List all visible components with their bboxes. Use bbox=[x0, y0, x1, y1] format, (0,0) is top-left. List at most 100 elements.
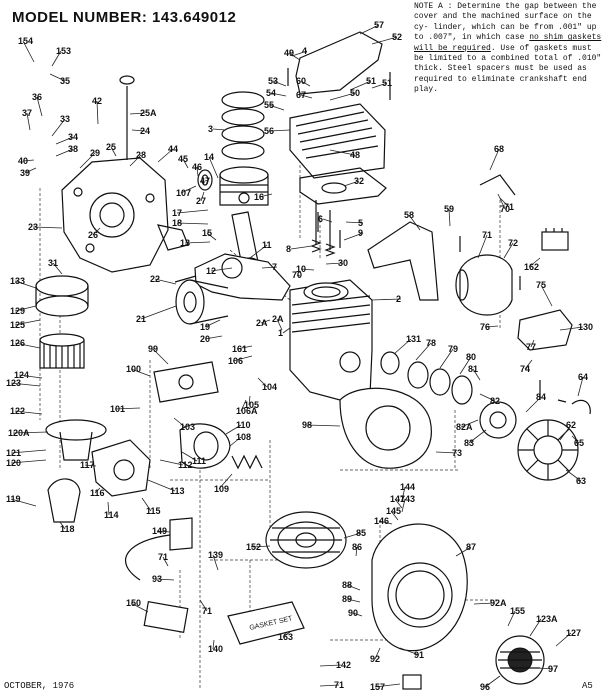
leader-line bbox=[503, 242, 514, 259]
leader-line bbox=[319, 664, 342, 667]
leader-line bbox=[208, 156, 219, 179]
part-number-callout: 42 bbox=[92, 96, 102, 106]
part-number-callout: 124 bbox=[14, 370, 29, 380]
part-number-callout: 108 bbox=[236, 432, 251, 442]
part-number-callout: 140 bbox=[208, 644, 223, 654]
part-number-callout: 8 bbox=[286, 244, 291, 254]
leader-line bbox=[524, 359, 533, 370]
leader-line bbox=[140, 305, 177, 320]
part-number-callout: 2A bbox=[272, 314, 284, 324]
part-number-callout: 70 bbox=[292, 270, 302, 280]
note-a: NOTE A : Determine the gap between the c… bbox=[414, 2, 604, 96]
leader-line bbox=[306, 424, 341, 427]
part-number-callout: 105 bbox=[244, 400, 259, 410]
leader-line bbox=[249, 244, 268, 259]
part-number-callout: 50 bbox=[350, 88, 360, 98]
model-number-title: MODEL NUMBER: 143.649012 bbox=[12, 9, 237, 26]
leader-line bbox=[455, 546, 472, 557]
leader-line bbox=[484, 675, 501, 688]
leader-line bbox=[129, 154, 142, 167]
part-number-callout: 110 bbox=[236, 420, 251, 430]
note-a-text-end: . Use of gaskets must be limited to a co… bbox=[414, 43, 602, 95]
leader-line bbox=[378, 520, 393, 525]
part-number-callout: 125 bbox=[10, 320, 25, 330]
part-number-callout: 58 bbox=[404, 210, 414, 220]
leader-line bbox=[210, 267, 233, 272]
part-number-callout: 65 bbox=[574, 438, 584, 448]
leader-line bbox=[114, 407, 141, 410]
part-number-callout: 12 bbox=[206, 266, 216, 276]
part-number-callout: 55 bbox=[264, 100, 274, 110]
leader-line bbox=[468, 429, 487, 444]
part-number-callout: 75 bbox=[536, 280, 546, 290]
part-number-callout: 91 bbox=[414, 650, 424, 660]
part-number-callout: 81 bbox=[468, 364, 478, 374]
leader-line bbox=[55, 136, 74, 145]
part-number-callout: 54 bbox=[266, 88, 276, 98]
part-number-callout: 155 bbox=[510, 606, 525, 616]
leader-line bbox=[282, 327, 291, 334]
part-number-callout: 25 bbox=[106, 142, 116, 152]
leader-line bbox=[479, 393, 496, 402]
leader-line bbox=[84, 464, 97, 467]
part-number-callout: 111 bbox=[192, 456, 206, 466]
leader-line bbox=[200, 191, 205, 202]
part-number-callout: 27 bbox=[196, 196, 206, 206]
part-number-callout: 88 bbox=[342, 580, 352, 590]
part-drawings: GASKET SET bbox=[35, 31, 591, 690]
leader-line bbox=[401, 486, 406, 501]
leader-line bbox=[272, 80, 287, 87]
leader-line bbox=[14, 280, 37, 289]
part-number-callout: 2 bbox=[396, 294, 401, 304]
leader-line bbox=[473, 602, 496, 605]
part-number-callout: 23 bbox=[28, 222, 38, 232]
leader-line bbox=[559, 326, 584, 331]
leader-line bbox=[325, 262, 344, 265]
part-number-callout: 62 bbox=[566, 420, 576, 430]
leader-line bbox=[346, 584, 361, 591]
part-number-callout: 1 bbox=[278, 328, 283, 338]
leader-line bbox=[204, 335, 223, 340]
leader-line bbox=[176, 209, 209, 214]
part-number-callout: 52 bbox=[392, 32, 402, 42]
leader-line bbox=[349, 80, 372, 91]
leader-line bbox=[18, 374, 43, 379]
leader-line bbox=[14, 319, 41, 326]
leader-line bbox=[435, 451, 458, 454]
part-number-callout: 77 bbox=[526, 342, 536, 352]
part-number-callout: 51 bbox=[382, 78, 392, 88]
leader-line bbox=[497, 193, 506, 210]
leader-line bbox=[374, 647, 381, 660]
leader-line bbox=[199, 599, 208, 612]
leader-line bbox=[55, 148, 74, 157]
leader-line bbox=[484, 325, 499, 328]
leader-line bbox=[240, 399, 247, 412]
part-number-callout: 19 bbox=[200, 322, 210, 332]
part-number-callout: 131 bbox=[406, 334, 421, 344]
leader-line bbox=[261, 266, 278, 269]
part-number-callout: 79 bbox=[448, 344, 458, 354]
leader-line bbox=[229, 436, 242, 447]
leader-line bbox=[343, 180, 360, 187]
leader-line bbox=[26, 112, 31, 131]
part-number-callout: 90 bbox=[348, 608, 358, 618]
footer-date: OCTOBER, 1976 bbox=[4, 681, 75, 691]
leader-line bbox=[154, 278, 177, 285]
part-number-callout: 2A bbox=[256, 318, 268, 328]
leader-line bbox=[489, 148, 500, 171]
part-number-callout: 37 bbox=[22, 108, 32, 118]
leader-line bbox=[355, 546, 358, 557]
part-number-callout: 99 bbox=[148, 344, 158, 354]
part-number-callout: 20 bbox=[200, 334, 210, 344]
leader-line bbox=[232, 355, 253, 362]
leader-line bbox=[156, 530, 171, 533]
part-number-callout: 153 bbox=[56, 46, 71, 56]
leader-line bbox=[236, 345, 253, 350]
part-number-callout: 97 bbox=[548, 664, 558, 674]
leader-line bbox=[156, 578, 175, 581]
leader-line bbox=[371, 36, 398, 45]
part-number-callout: 67 bbox=[296, 90, 306, 100]
leader-line bbox=[130, 602, 149, 613]
leader-line bbox=[131, 129, 146, 132]
leader-line bbox=[196, 166, 199, 177]
